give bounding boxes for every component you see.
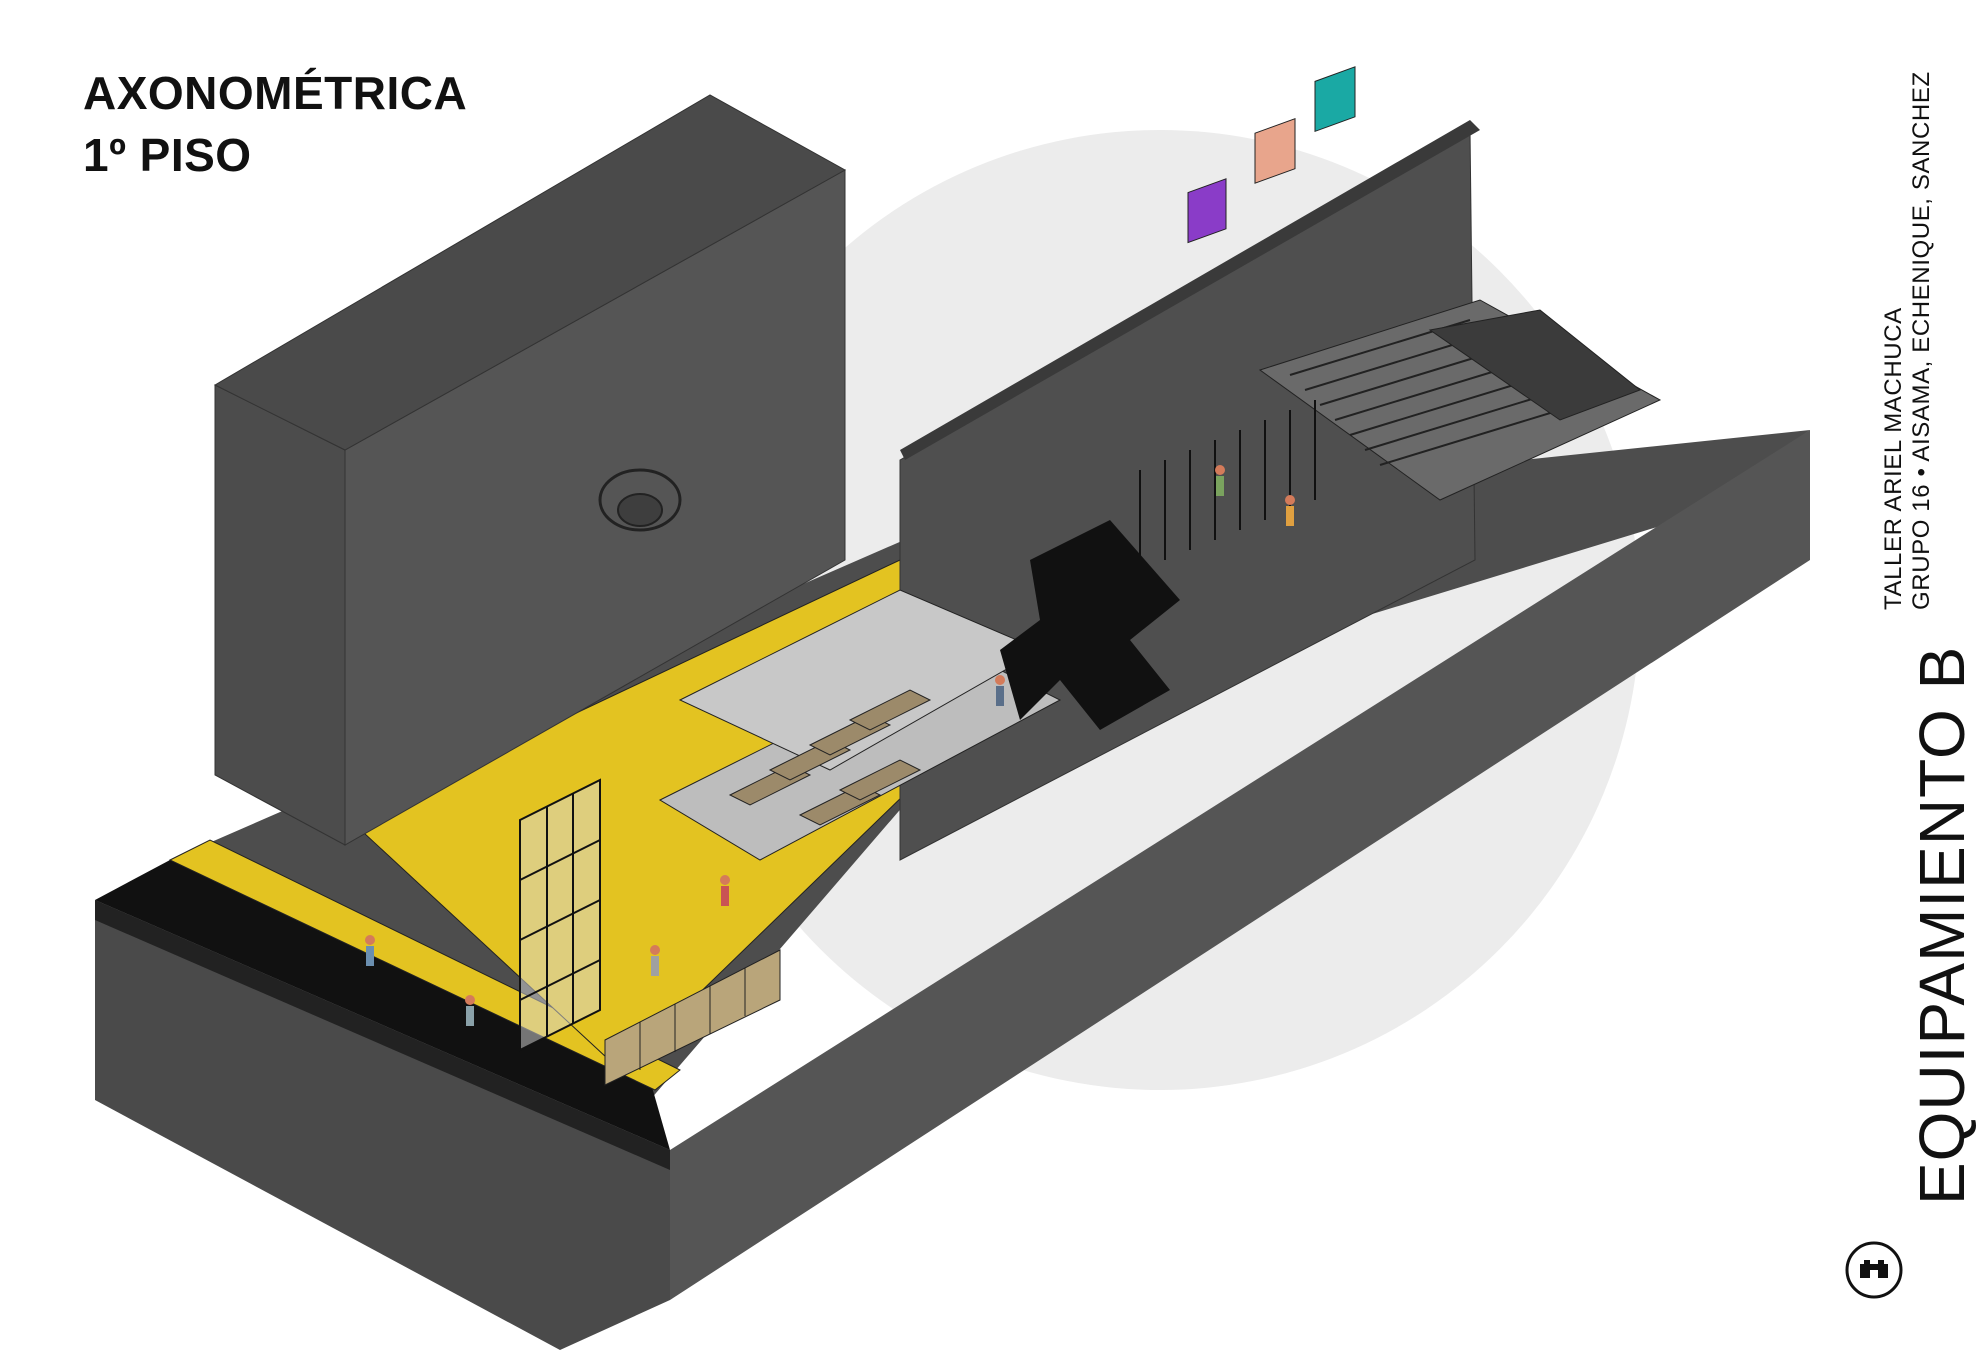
back-wall-cap — [900, 120, 1480, 460]
spiral-stair-inner — [617, 493, 663, 527]
reading-tables — [728, 689, 932, 826]
title-line-2: 1º PISO — [83, 129, 252, 181]
title-line-1: AXONOMÉTRICA — [83, 67, 468, 119]
base-slab-front — [95, 900, 670, 1350]
black-staircase — [1000, 520, 1180, 730]
street-edge-front — [95, 900, 670, 1170]
street-edge — [95, 860, 670, 1150]
workshop-name: TALLER ARIEL MACHUCA — [1880, 307, 1907, 610]
workshop-logo-icon — [1845, 1241, 1903, 1299]
spiral-stair — [598, 468, 682, 532]
base-slab-side — [670, 430, 1810, 1300]
panel-purple — [1187, 178, 1227, 244]
glass-facade-grid — [519, 778, 601, 1052]
tall-block-front — [214, 384, 346, 846]
project-title: EQUIPAMIENTO B — [1906, 645, 1978, 1205]
panel-teal — [1314, 66, 1356, 133]
bookshelf-dividers — [639, 968, 746, 1070]
bookshelf-wall — [604, 949, 781, 1086]
upper-level-poles — [1139, 400, 1316, 570]
group-members: GRUPO 16 • AISAMA, ECHENIQUE, SANCHEZ — [1908, 71, 1935, 610]
stage-canopy — [1428, 309, 1641, 421]
drawing-title: AXONOMÉTRICA 1º PISO — [83, 62, 467, 186]
panel-pink — [1254, 117, 1296, 184]
tall-block-top — [213, 94, 847, 451]
axonometric-drawing — [95, 66, 1810, 1350]
people-figures — [365, 465, 1295, 1026]
